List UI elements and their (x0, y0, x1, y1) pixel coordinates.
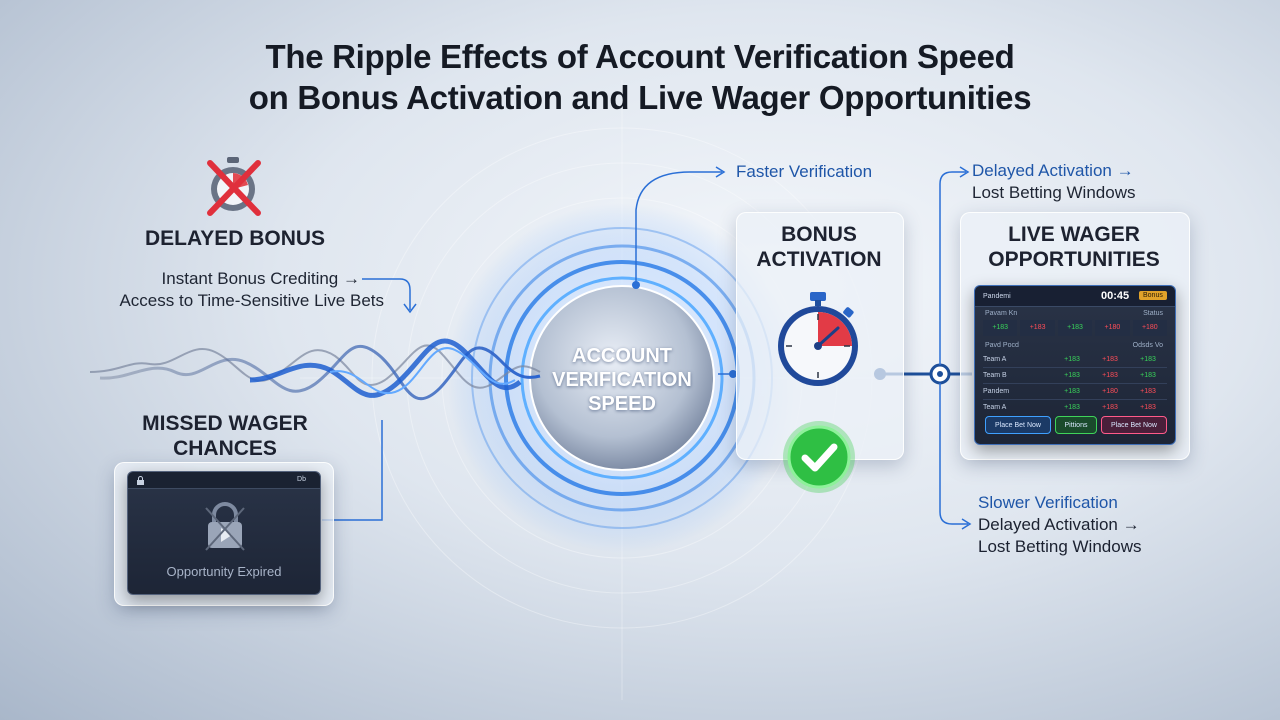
delayed-bonus-label: DELAYED BONUS (144, 227, 326, 250)
odds-value[interactable]: +183 (1140, 388, 1156, 395)
live-betting-screen: Pandemi 00:45 Bonus Pavam Kn Status +183… (974, 285, 1176, 445)
checkmark-icon (783, 421, 855, 493)
bonus-activation-line-2: ACTIVATION (756, 248, 882, 271)
crossed-stopwatch-icon (207, 157, 261, 216)
instant-bonus-text: Instant Bonus Crediting → (60, 268, 360, 290)
locked-play-icon (205, 502, 245, 551)
screen-sub-left: Pavam Kn (985, 310, 1018, 317)
top-branch-line-2: Lost Betting Windows (972, 183, 1136, 202)
odds-table: Team A +183 +183 +183 Team B +183 +183 +… (983, 352, 1167, 415)
instant-bonus-text-2: Access to Time-Sensitive Live Bets (60, 290, 384, 312)
screen-section-left: Pavd Pocd (985, 342, 1019, 349)
positions-button[interactable]: Pittions (1055, 416, 1097, 434)
table-row[interactable]: Pandem +183 +180 +183 (983, 384, 1167, 400)
top-branch-line-1: Delayed Activation → (972, 161, 1134, 180)
odds-value[interactable]: +180 (1102, 388, 1118, 395)
odds-value[interactable]: +183 (1140, 372, 1156, 379)
odds-value[interactable]: +183 (1140, 404, 1156, 411)
live-wager-line-2: OPPORTUNITIES (988, 248, 1160, 271)
title-line-1: The Ripple Effects of Account Verificati… (265, 38, 1015, 75)
odds-value[interactable]: +183 (1102, 404, 1118, 411)
center-line-1: ACCOUNT (572, 345, 672, 367)
opportunity-expired-label: Opportunity Expired (166, 564, 282, 579)
page-title: The Ripple Effects of Account Verificati… (0, 36, 1280, 118)
bonus-activation-line-1: BONUS (781, 223, 857, 246)
countdown-timer: 00:45 (1101, 290, 1130, 302)
center-line-3: SPEED (588, 393, 656, 415)
odds-value[interactable]: +183 (1064, 372, 1080, 379)
instant-bonus-line-1: Instant Bonus Crediting → (161, 269, 360, 288)
odds-value[interactable]: +183 (1102, 372, 1118, 379)
lock-small-icon (137, 476, 144, 485)
odds-cell[interactable]: +180 (1095, 320, 1130, 336)
team-name: Team A (983, 404, 1007, 411)
odds-cell[interactable]: +183 (1020, 320, 1055, 336)
faster-verification-label: Faster Verification (736, 162, 873, 181)
verification-speed-label: ACCOUNT VERIFICATION SPEED (542, 344, 702, 416)
bottom-branch-line-2: Delayed Activation → (978, 515, 1140, 534)
odds-value[interactable]: +183 (1140, 356, 1156, 363)
table-row[interactable]: Team B +183 +183 +183 (983, 368, 1167, 384)
team-name: Team A (983, 356, 1007, 363)
bottom-branch-line-1: Slower Verification (978, 493, 1118, 512)
team-name: Team B (983, 372, 1007, 379)
odds-cell[interactable]: +183 (1057, 320, 1093, 336)
odds-value[interactable]: +183 (1064, 404, 1080, 411)
place-bet-button-left[interactable]: Place Bet Now (985, 416, 1051, 434)
missed-wager-line-2: CHANCES (173, 437, 277, 460)
screen-sub-right: Status (1143, 310, 1163, 317)
table-row[interactable]: Team A +183 +183 +183 (983, 400, 1167, 415)
odds-value[interactable]: +183 (1064, 356, 1080, 363)
team-name: Pandem (983, 388, 1010, 395)
live-wager-heading: LIVE WAGER OPPORTUNITIES (960, 222, 1188, 272)
center-line-2: VERIFICATION (552, 369, 692, 391)
missed-wager-heading: MISSED WAGER CHANCES (110, 411, 340, 461)
screen-header-left: Pandemi (983, 293, 1011, 300)
bottom-branch-line-3: Lost Betting Windows (978, 537, 1142, 556)
opportunity-expired-card: Db Opportunity Expired (127, 471, 321, 595)
instant-bonus-line-2: Access to Time-Sensitive Live Bets (119, 291, 384, 310)
delayed-activation-top: Delayed Activation → Lost Betting Window… (972, 160, 1152, 204)
card-header-right: Db (297, 476, 306, 483)
title-line-2: on Bonus Activation and Live Wager Oppor… (248, 79, 1032, 116)
odds-value[interactable]: +183 (1102, 356, 1118, 363)
place-bet-button-right[interactable]: Place Bet Now (1101, 416, 1167, 434)
missed-wager-line-1: MISSED WAGER (142, 412, 308, 435)
slower-verification-branch: Slower Verification Delayed Activation →… (978, 492, 1178, 558)
stopwatch-icon (778, 292, 858, 386)
bonus-badge: Bonus (1139, 291, 1167, 300)
table-row[interactable]: Team A +183 +183 +183 (983, 352, 1167, 368)
live-wager-line-1: LIVE WAGER (1008, 223, 1140, 246)
bonus-activation-heading: BONUS ACTIVATION (736, 222, 902, 272)
odds-cell[interactable]: +180 (1132, 320, 1168, 336)
odds-cell[interactable]: +183 (983, 320, 1018, 336)
screen-section-right: Odsds Vo (1132, 342, 1163, 349)
odds-value[interactable]: +183 (1064, 388, 1080, 395)
